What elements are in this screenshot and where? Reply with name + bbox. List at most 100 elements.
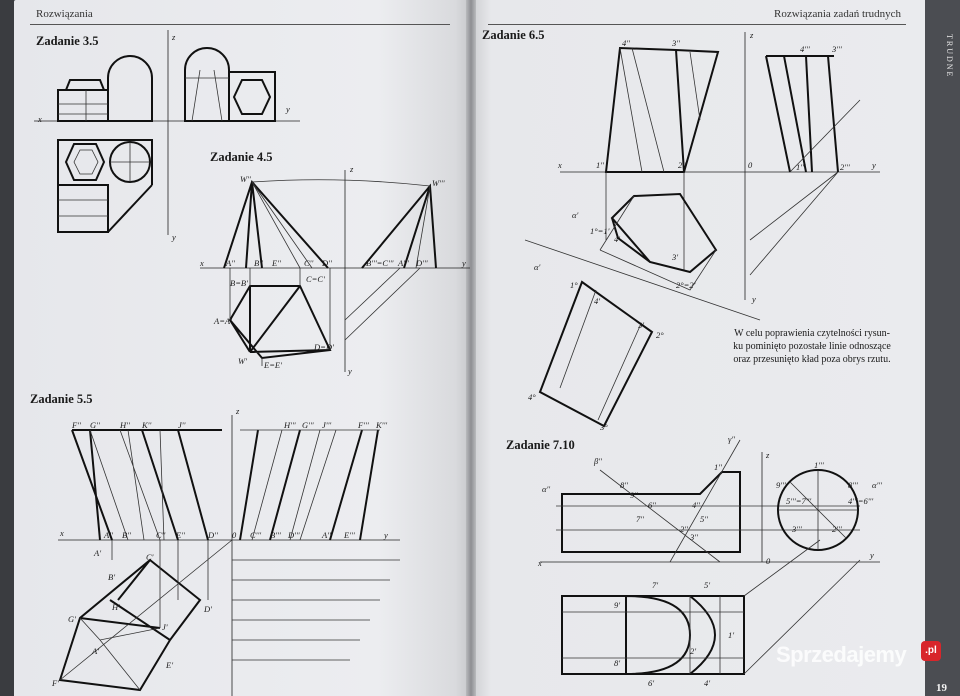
label-t4: 4'	[704, 678, 711, 688]
book-gutter	[466, 0, 476, 696]
heading-zadanie-6-5: Zadanie 6.5	[482, 28, 545, 42]
label-B3C3: B'''=C'''	[366, 258, 394, 268]
label-p4b: 4'''	[800, 44, 810, 54]
label-q4b: 4°	[528, 392, 536, 402]
label-x-710: x	[538, 558, 542, 568]
label-r3: 3''	[690, 532, 698, 542]
label-q1: 1°	[570, 280, 578, 290]
label-r6: 6''	[648, 500, 656, 510]
label-q2: 2°	[656, 330, 664, 340]
label-t1: 1'	[728, 630, 735, 640]
label-q3: 3'	[638, 320, 645, 330]
label-A1: A'	[94, 548, 102, 558]
label-E2b: E''	[176, 530, 185, 540]
label-C3b: C'''	[250, 530, 262, 540]
label-A1b: A'	[92, 646, 100, 656]
label-p2a: 2''	[678, 160, 686, 170]
label-D3b: D'''	[288, 530, 300, 540]
label-C2b: C''	[156, 530, 166, 540]
label-s1: 1'''	[814, 460, 824, 470]
label-B2: B''	[254, 258, 263, 268]
label-K2: K''	[142, 420, 152, 430]
label-r5: 5''	[700, 514, 708, 524]
label-G3: G'''	[302, 420, 314, 430]
label-C1: C'	[146, 552, 154, 562]
label-p1a: 1''	[596, 160, 604, 170]
label-zero-55: 0	[232, 530, 237, 540]
label-y-45: y	[462, 258, 466, 268]
right-header-rule	[488, 24, 906, 25]
label-BB: B=B'	[230, 278, 248, 288]
label-EE: E=E'	[264, 360, 282, 370]
label-D2b: D''	[208, 530, 218, 540]
label-r2: 2''	[680, 524, 688, 534]
heading-zadanie-7-10: Zadanie 7.10	[506, 438, 575, 452]
label-y-65: y	[872, 160, 876, 170]
label-z-45: z	[350, 164, 354, 174]
label-s2: 2'''	[832, 524, 842, 534]
heading-zadanie-5-5: Zadanie 5.5	[30, 392, 93, 406]
figure-7-10	[540, 439, 880, 675]
label-p2b: 2'''	[840, 162, 850, 172]
label-D1: D'	[204, 604, 212, 614]
label-A2b: A''	[104, 530, 113, 540]
label-alpha2: α''	[542, 484, 551, 494]
figure-4-5	[200, 170, 470, 372]
figure-3-5	[34, 30, 300, 235]
label-W1: W'	[238, 356, 247, 366]
label-B3b: B'''	[270, 530, 281, 540]
label-s46: 4'''=6'''	[848, 496, 874, 506]
label-y-710: y	[870, 550, 874, 560]
label-x-55: x	[60, 528, 64, 538]
figure-6-5	[524, 32, 880, 428]
label-t2: 2'	[690, 646, 697, 656]
label-p4_: 4'	[614, 234, 621, 244]
label-J1: J'	[162, 622, 168, 632]
heading-zadanie-3-5: Zadanie 3.5	[36, 34, 99, 48]
label-B2b: B''	[122, 530, 131, 540]
label-z-55: z	[236, 406, 240, 416]
label-p22: 2°=2'	[676, 280, 696, 290]
label-r1: 1''	[714, 462, 722, 472]
label-t6: 6'	[648, 678, 655, 688]
label-E2: E''	[272, 258, 281, 268]
label-G1: G'	[68, 614, 76, 624]
label-H3: H'''	[284, 420, 296, 430]
label-s8: 8'''	[848, 480, 858, 490]
label-y-55: y	[384, 530, 388, 540]
page-edge	[925, 0, 960, 696]
label-z-710: z	[766, 450, 770, 460]
label-t7: 7'	[652, 580, 659, 590]
label-t9: 9'	[614, 600, 621, 610]
label-DD: D=D'	[314, 342, 334, 352]
heading-zadanie-4-5: Zadanie 4.5	[210, 150, 273, 164]
label-H2: H''	[120, 420, 130, 430]
label-q3b: 3°	[600, 422, 608, 432]
label-D2: D''	[322, 258, 332, 268]
label-J3: J'''	[322, 420, 332, 430]
label-E1: E'	[166, 660, 174, 670]
label-A3: A'''	[398, 258, 409, 268]
left-header-rule	[30, 24, 450, 25]
label-beta: β''	[594, 456, 602, 466]
label-p3a: 3''	[672, 38, 680, 48]
label-p3_: 3'	[672, 252, 679, 262]
label-x-35: x	[38, 114, 42, 124]
label-q4: 4'	[594, 296, 601, 306]
label-G2: G''	[90, 420, 100, 430]
page-number: 19	[936, 682, 947, 694]
label-x-65: x	[558, 160, 562, 170]
label-r9: 9''	[630, 490, 638, 500]
label-z-65: z	[750, 30, 754, 40]
label-p11: 1°=1'	[590, 226, 610, 236]
label-s57: 5'''=7'''	[786, 496, 812, 506]
label-AA: A=A'	[214, 316, 232, 326]
label-CC: C=C'	[306, 274, 325, 284]
label-y-45b: y	[348, 366, 352, 376]
label-F1: F'	[52, 678, 60, 688]
label-B1: B'	[108, 572, 116, 582]
label-zero-710: 0	[766, 556, 771, 566]
label-W2: W''	[240, 174, 251, 184]
label-s3: 3'''	[792, 524, 802, 534]
